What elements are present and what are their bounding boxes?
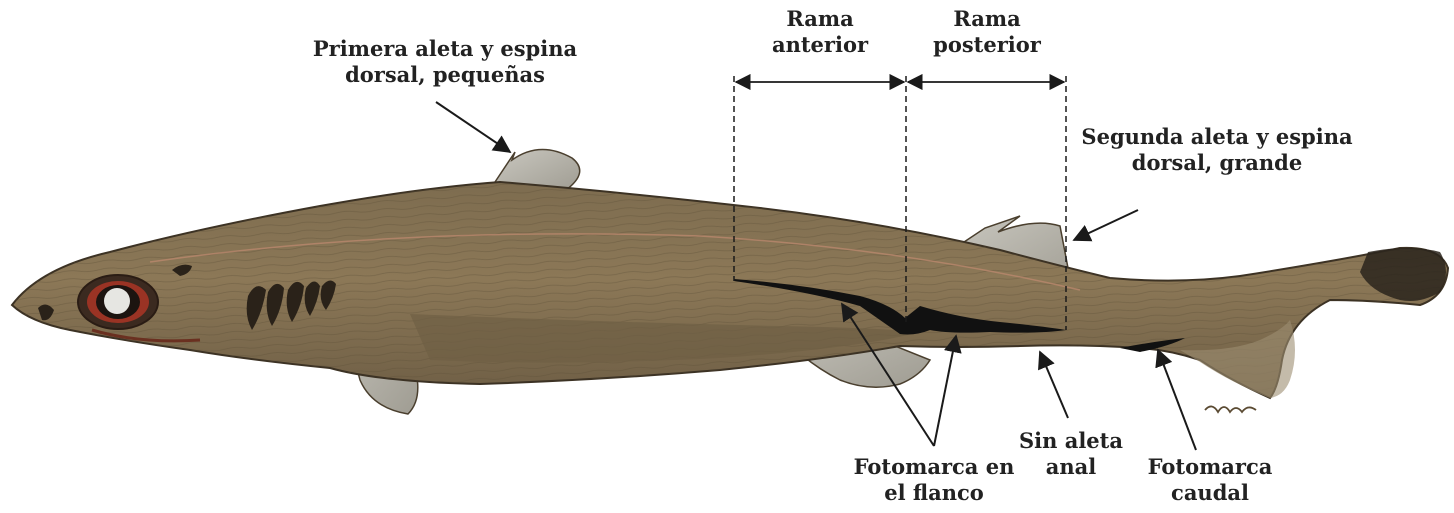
label-caudal-photomark: Fotomarca caudal	[1140, 454, 1280, 506]
label-anterior-branch: Rama anterior	[760, 6, 880, 58]
label-posterior-branch: Rama posterior	[922, 6, 1052, 58]
label-no-anal-fin: Sin aleta anal	[1016, 428, 1126, 480]
label-first-dorsal: Primera aleta y espina dorsal, pequeñas	[310, 36, 580, 88]
label-flank-photomark: Fotomarca en el flanco	[852, 454, 1016, 506]
label-second-dorsal: Segunda aleta y espina dorsal, grande	[1076, 124, 1358, 176]
artist-signature	[1205, 406, 1256, 412]
